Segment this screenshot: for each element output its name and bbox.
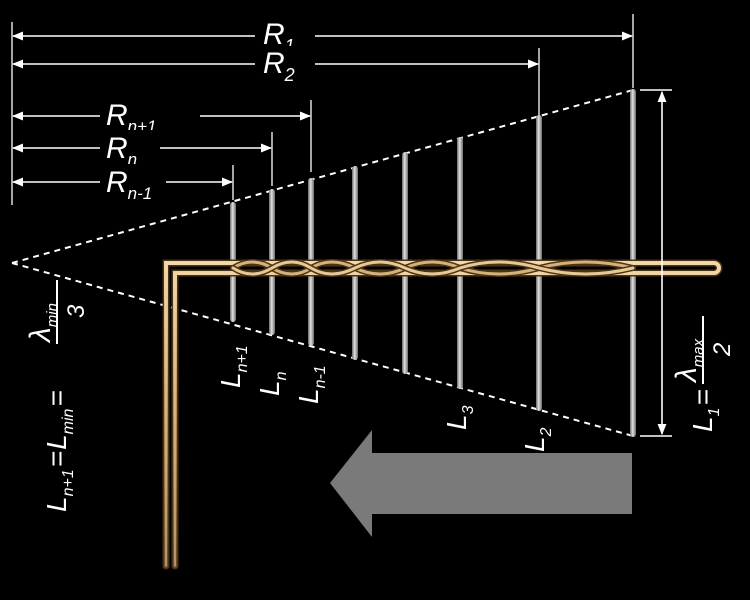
rn-label: Rn xyxy=(100,130,160,169)
formula-lmin: Ln+1=Lmin= λmin 3 xyxy=(24,280,90,512)
svg-text:3: 3 xyxy=(63,304,90,318)
label-l-n-minus-1: Ln-1 xyxy=(293,365,329,404)
label-l-n: Ln xyxy=(254,371,290,396)
l1-dimension-line xyxy=(640,89,672,437)
label-l-n-plus-1: Ln+1 xyxy=(215,345,251,388)
r2-label: R2 xyxy=(255,46,315,85)
feeder-line xyxy=(162,259,723,570)
direction-arrow xyxy=(330,430,632,537)
label-l-3: L3 xyxy=(441,405,477,430)
svg-text:Ln+1=Lmin=: Ln+1=Lmin= xyxy=(41,390,77,512)
svg-text:λmax: λmax xyxy=(670,338,707,384)
svg-text:R2: R2 xyxy=(263,47,295,85)
svg-text:λmin: λmin xyxy=(24,303,61,344)
rn-minus-1-label: Rn-1 xyxy=(100,164,166,203)
envelope-dashed-lines xyxy=(11,89,634,437)
svg-text:2: 2 xyxy=(709,343,736,357)
rn-plus-1-label: Rn+1 xyxy=(100,98,200,136)
svg-text:Rn-1: Rn-1 xyxy=(106,166,152,203)
svg-text:Rn: Rn xyxy=(106,132,137,169)
formula-l1: L1= λmax 2 xyxy=(670,316,736,432)
label-l-2: L2 xyxy=(519,427,555,452)
svg-text:L1=: L1= xyxy=(687,389,723,432)
